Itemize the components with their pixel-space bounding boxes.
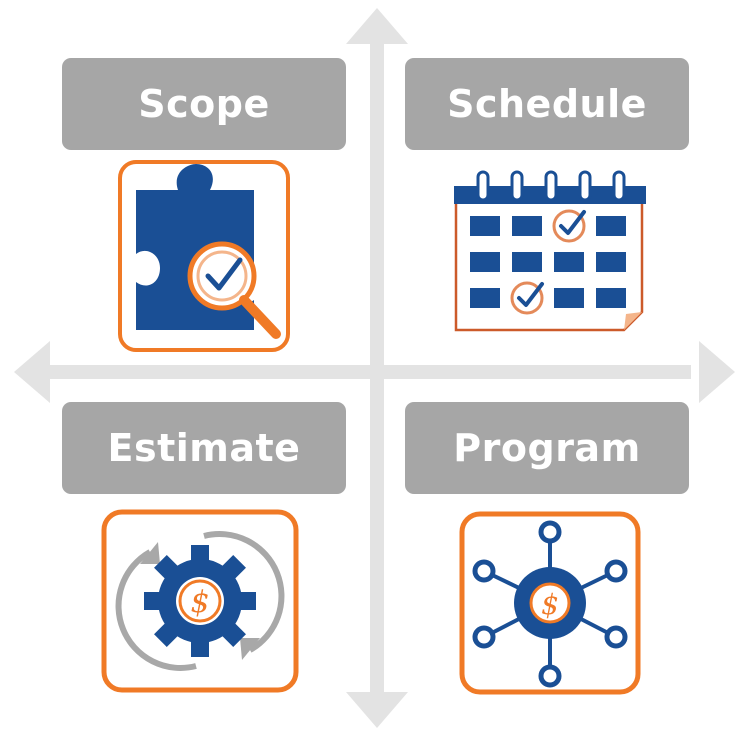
hub-dollar-network-icon: $ [459, 511, 641, 695]
dollar-sign: $ [541, 588, 559, 621]
axis-arrow-down [346, 692, 408, 728]
horizontal-axis [46, 365, 691, 379]
dollar-sign: $ [190, 585, 209, 620]
axis-arrow-up [346, 8, 408, 44]
gear-dollar-cycle-icon: $ [101, 509, 299, 693]
puzzle-magnifier-check-icon [118, 160, 290, 352]
estimate-label: Estimate [62, 402, 346, 494]
axis-arrow-right [699, 341, 735, 403]
axis-arrow-left [14, 341, 50, 403]
program-label: Program [405, 402, 689, 494]
scope-label: Scope [62, 58, 346, 150]
calendar-check-icon [454, 170, 646, 332]
schedule-label: Schedule [405, 58, 689, 150]
